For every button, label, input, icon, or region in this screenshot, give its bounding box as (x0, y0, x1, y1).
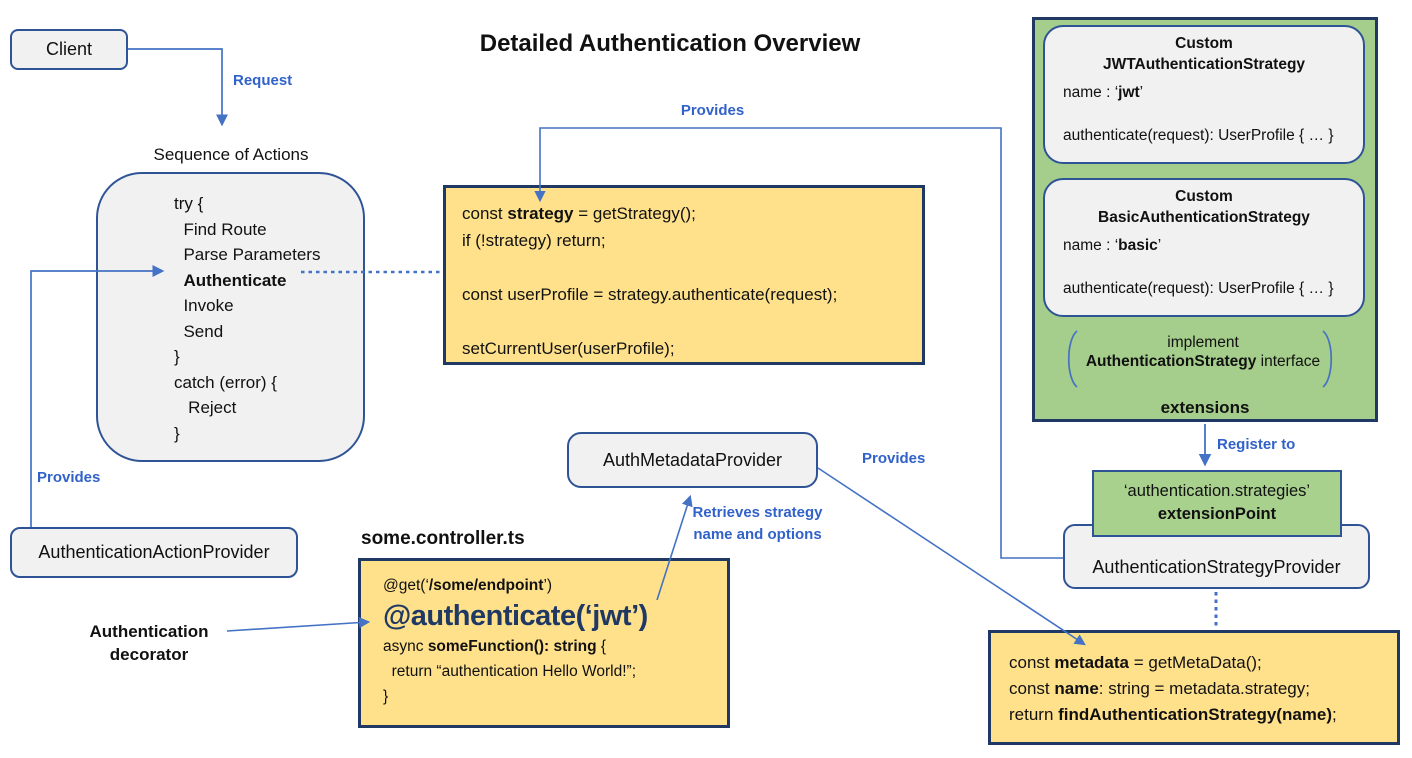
function-signature-line: async someFunction(): string { (383, 638, 607, 655)
decorator-arrow (226, 616, 371, 632)
sequence-line-authenticate: Authenticate (183, 270, 287, 290)
authentication-decorator-note: Authentication decorator (89, 622, 209, 664)
request-label: Request (233, 72, 293, 89)
metadata-code-box: const metadata = getMetaData(); const na… (988, 630, 1400, 745)
sequence-line: catch (error) { (174, 372, 277, 392)
provides-top-label: Provides (680, 102, 745, 119)
provides-right-label: Provides (862, 450, 926, 467)
code-line: const metadata = getMetaData(); (1009, 653, 1262, 672)
sequence-line: } (174, 347, 180, 366)
authentication-action-provider-label: AuthenticationActionProvider (38, 542, 270, 562)
jwt-strategy-title: Custom JWTAuthenticationStrategy (1102, 35, 1306, 73)
authentication-strategy-provider-label: AuthenticationStrategyProvider (1092, 557, 1341, 577)
provides-left-label: Provides (37, 469, 101, 486)
jwt-strategy-card: Custom JWTAuthenticationStrategy name : … (1043, 25, 1365, 164)
closing-brace-line: } (383, 688, 389, 705)
code-line: const userProfile = strategy.authenticat… (462, 285, 838, 304)
extension-point-key: ‘authentication.strategies’ (1123, 482, 1311, 500)
sequence-line: } (174, 423, 180, 443)
sequence-line: try { (174, 194, 204, 213)
page-title: Detailed Authentication Overview (479, 30, 861, 57)
sequence-line: Reject (174, 398, 237, 417)
auth-metadata-provider-box: AuthMetadataProvider (567, 432, 818, 488)
extension-point-box: ‘authentication.strategies’ extensionPoi… (1092, 470, 1342, 537)
client-label: Client (45, 39, 93, 59)
auth-metadata-provider-label: AuthMetadataProvider (602, 449, 783, 470)
retrieves-strategy-note: Retrieves strategy name and options (692, 504, 823, 543)
sequence-box: try { Find Route Parse Parameters Authen… (96, 172, 365, 462)
sequence-line: Invoke (174, 296, 234, 315)
sequence-title: Sequence of Actions (153, 145, 309, 164)
code-line: if (!strategy) return; (462, 231, 606, 250)
code-line: return findAuthenticationStrategy(name); (1009, 705, 1337, 724)
code-line: const name: string = metadata.strategy; (1009, 679, 1310, 698)
extensions-panel: Custom JWTAuthenticationStrategy name : … (1032, 17, 1378, 422)
authenticate-decorator-line: @authenticate(‘jwt’) (383, 600, 648, 632)
sequence-line: Send (174, 321, 224, 341)
strategy-code-box: const strategy = getStrategy(); if (!str… (443, 185, 925, 365)
controller-code-box: @get(‘/some/endpoint’) @authenticate(‘jw… (358, 558, 730, 728)
return-line: return “authentication Hello World!”; (383, 663, 636, 680)
sequence-line: Parse Parameters (174, 245, 321, 264)
register-to-label: Register to (1217, 436, 1296, 453)
code-line (462, 254, 922, 281)
jwt-strategy-name: name : ‘jwt’ (1063, 84, 1144, 101)
code-line: setCurrentUser(userProfile); (462, 339, 675, 358)
implement-interface-note: implement AuthenticationStrategy interfa… (1085, 334, 1321, 370)
sequence-line: Find Route (174, 219, 267, 239)
get-decorator-line: @get(‘/some/endpoint’) (383, 577, 553, 594)
extension-point-label: extensionPoint (1157, 505, 1277, 523)
request-arrow (128, 48, 228, 127)
basic-strategy-authenticate: authenticate(request): UserProfile { … } (1063, 280, 1334, 297)
controller-filename: some.controller.ts (361, 528, 525, 549)
basic-strategy-name: name : ‘basic’ (1063, 237, 1162, 254)
client-box: Client (10, 29, 128, 70)
provides-right-arrow (817, 467, 1086, 646)
jwt-strategy-authenticate: authenticate(request): UserProfile { … } (1063, 127, 1334, 144)
code-line (462, 308, 922, 335)
basic-strategy-card: Custom BasicAuthenticationStrategy name … (1043, 178, 1365, 317)
extensions-caption: extensions (1160, 398, 1250, 417)
code-line: const strategy = getStrategy(); (462, 204, 696, 223)
authentication-action-provider-box: AuthenticationActionProvider (10, 527, 298, 578)
basic-strategy-title: Custom BasicAuthenticationStrategy (1098, 188, 1310, 226)
